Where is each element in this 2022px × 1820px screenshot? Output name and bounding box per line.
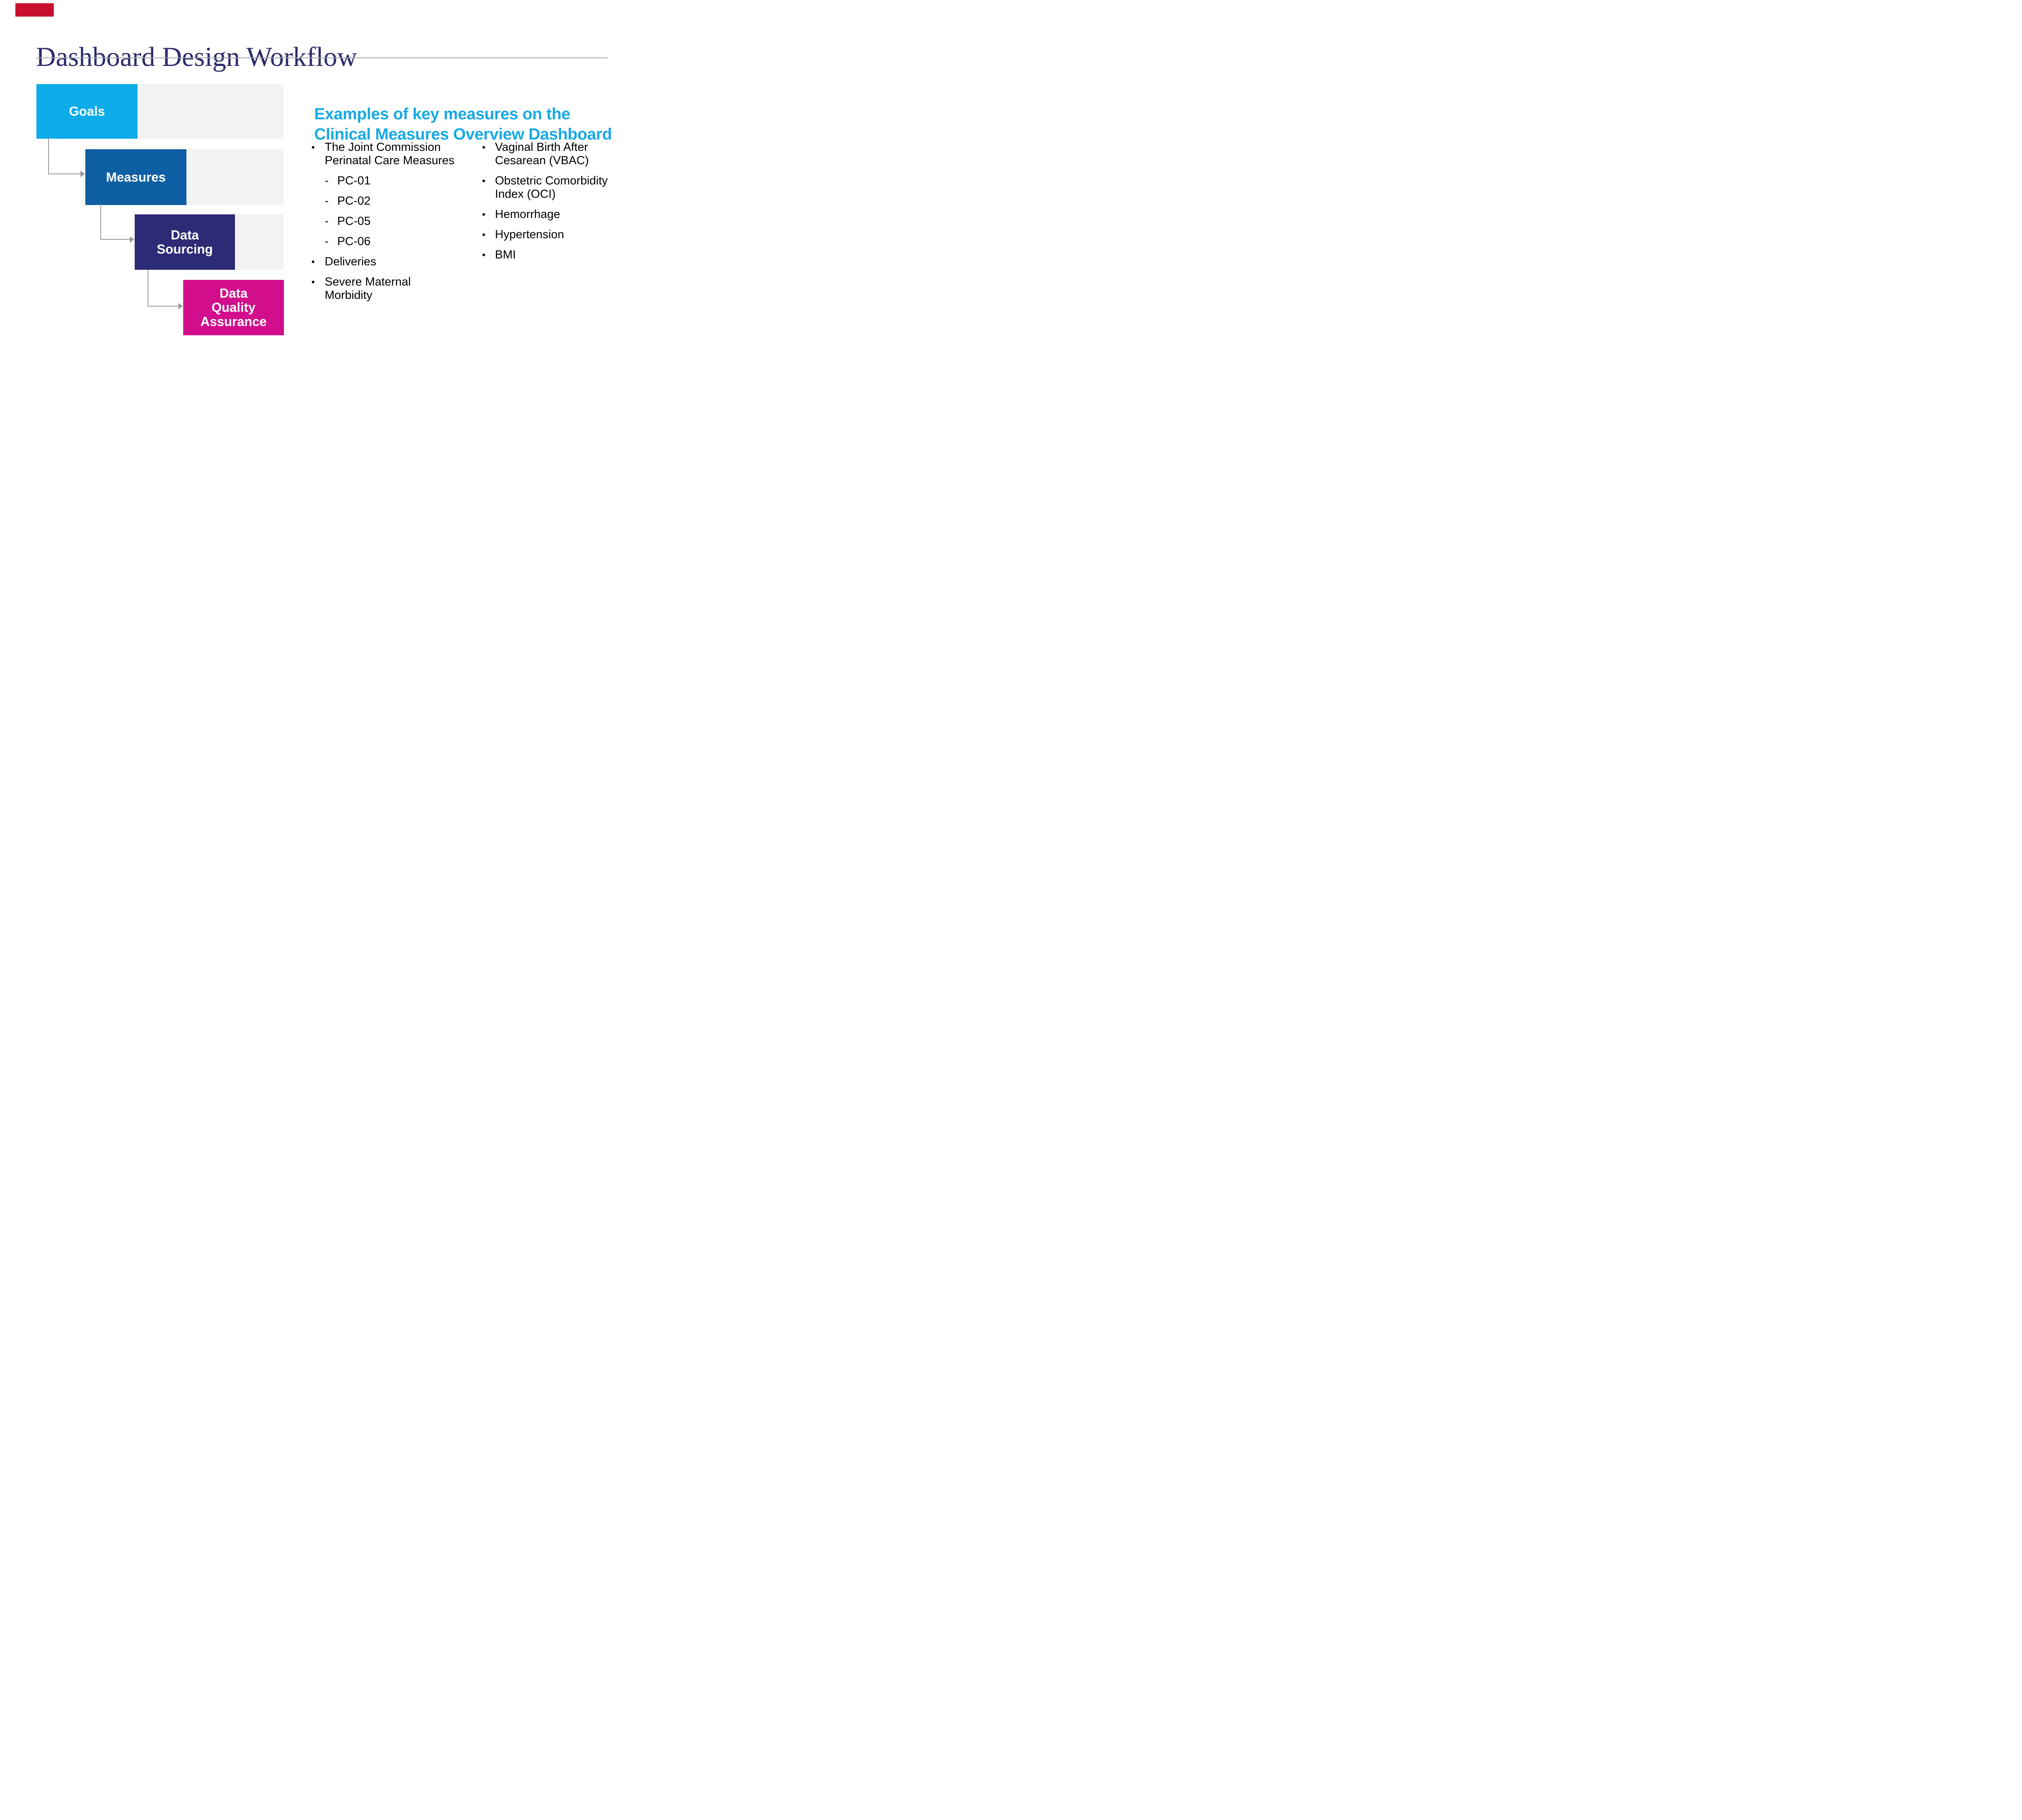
connector-line <box>100 239 130 240</box>
bullet-icon: • <box>482 176 486 186</box>
bullet-icon: • <box>482 142 486 153</box>
bullet-icon: • <box>482 209 486 220</box>
bullet-icon: • <box>311 142 315 153</box>
list-subitem: - PC-02 <box>325 195 461 208</box>
bullet-column-right: • Vaginal Birth After Cesarean (VBAC) • … <box>482 141 628 269</box>
step-label: Goals <box>69 104 105 119</box>
list-item: • Deliveries <box>311 255 461 269</box>
page-title: Dashboard Design Workflow <box>36 41 357 72</box>
step-data-quality-assurance: Data Quality Assurance <box>183 280 284 335</box>
arrow-right-icon <box>80 171 85 177</box>
step-data-sourcing: Data Sourcing <box>135 214 235 270</box>
bullet-icon: • <box>482 250 486 260</box>
list-item-text: Obstetric Comorbidity Index (OCI) <box>495 174 608 201</box>
bullet-column-left: • The Joint Commission Perinatal Care Me… <box>311 141 461 309</box>
list-item: • The Joint Commission Perinatal Care Me… <box>311 141 461 167</box>
bullet-icon: • <box>311 256 315 267</box>
step-measures: Measures <box>85 149 186 205</box>
dash-icon: - <box>325 235 329 248</box>
arrow-right-icon <box>178 303 183 309</box>
connector-line <box>48 138 49 174</box>
dash-icon: - <box>325 174 329 187</box>
list-item-text: PC-06 <box>337 235 371 248</box>
list-item: • Vaginal Birth After Cesarean (VBAC) <box>482 141 628 167</box>
list-item-text: Hypertension <box>495 228 564 241</box>
panel-heading: Examples of key measures on the Clinical… <box>314 105 612 144</box>
arrow-right-icon <box>130 236 134 243</box>
title-divider <box>36 57 608 58</box>
step-label: Data Sourcing <box>157 227 213 256</box>
list-item-text: The Joint Commission Perinatal Care Meas… <box>325 141 455 167</box>
list-subitem: - PC-06 <box>325 235 461 248</box>
connector-line <box>100 204 101 240</box>
list-item-text: Hemorrhage <box>495 208 560 221</box>
dash-icon: - <box>325 195 329 207</box>
bullet-icon: • <box>311 277 315 288</box>
list-item-text: Severe Maternal Morbidity <box>325 275 411 302</box>
list-item: • Obstetric Comorbidity Index (OCI) <box>482 174 628 201</box>
list-item-text: PC-02 <box>337 195 371 207</box>
bullet-icon: • <box>482 229 486 240</box>
connector-line <box>148 306 178 307</box>
dash-icon: - <box>325 215 329 228</box>
list-item-text: Deliveries <box>325 255 376 268</box>
list-item-text: PC-05 <box>337 215 371 228</box>
step-goals: Goals <box>36 84 137 139</box>
list-item-text: BMI <box>495 248 516 261</box>
slide: Dashboard Design Workflow Goals Measures… <box>0 0 647 364</box>
list-subitem: - PC-01 <box>325 174 461 188</box>
step-label: Measures <box>106 169 166 184</box>
list-subitem: - PC-05 <box>325 215 461 228</box>
list-item: • Severe Maternal Morbidity <box>311 275 461 302</box>
list-item-text: Vaginal Birth After Cesarean (VBAC) <box>495 141 589 167</box>
list-item-text: PC-01 <box>337 174 371 187</box>
list-item: • Hypertension <box>482 228 628 241</box>
step-label: Data Quality Assurance <box>200 286 267 329</box>
list-item: • BMI <box>482 248 628 262</box>
accent-bar <box>15 3 54 17</box>
list-item: • Hemorrhage <box>482 208 628 221</box>
